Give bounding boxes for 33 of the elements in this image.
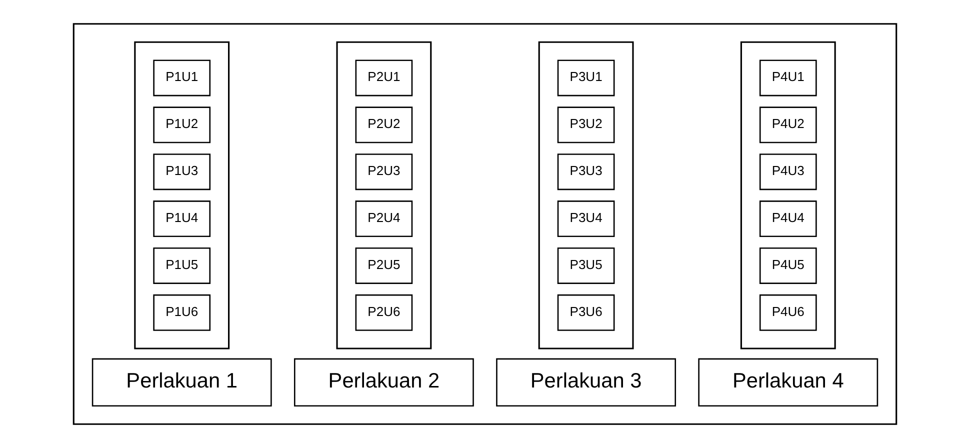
node-box: P4U3 [758,154,816,190]
node-box: P3U2 [556,106,614,144]
node-box: P4U2 [758,106,816,144]
cluster [134,41,230,350]
node-box: Perlakuan 3 [496,358,676,407]
node-box: P2U4 [354,200,412,238]
node-box: P3U6 [556,294,614,331]
node-box: P2U2 [354,106,412,144]
node-box: P1U4 [152,200,210,238]
node-box: P4U6 [758,294,816,331]
node-box: Perlakuan 4 [698,358,878,407]
node-box: P1U5 [152,247,210,284]
node-box: P4U1 [758,60,816,96]
node-box: P2U1 [354,60,412,96]
node-box: P2U5 [354,247,412,284]
node-box: P4U4 [758,200,816,238]
cluster [336,41,432,350]
node-box: P1U2 [152,106,210,144]
node-box: P3U4 [556,200,614,238]
node-box: Perlakuan 2 [294,358,474,407]
node-box: P1U3 [152,154,210,190]
cluster [72,23,897,425]
node-box: P4U5 [758,247,816,284]
node-box: P2U3 [354,154,412,190]
cluster [740,41,836,350]
node-box: P3U1 [556,60,614,96]
node-box: P3U3 [556,154,614,190]
node-box: P3U5 [556,247,614,284]
node-box: Perlakuan 1 [91,358,272,407]
cluster [538,41,634,350]
node-box: P1U1 [152,60,210,96]
node-box: P1U6 [152,294,210,331]
node-box: P2U6 [354,294,412,331]
